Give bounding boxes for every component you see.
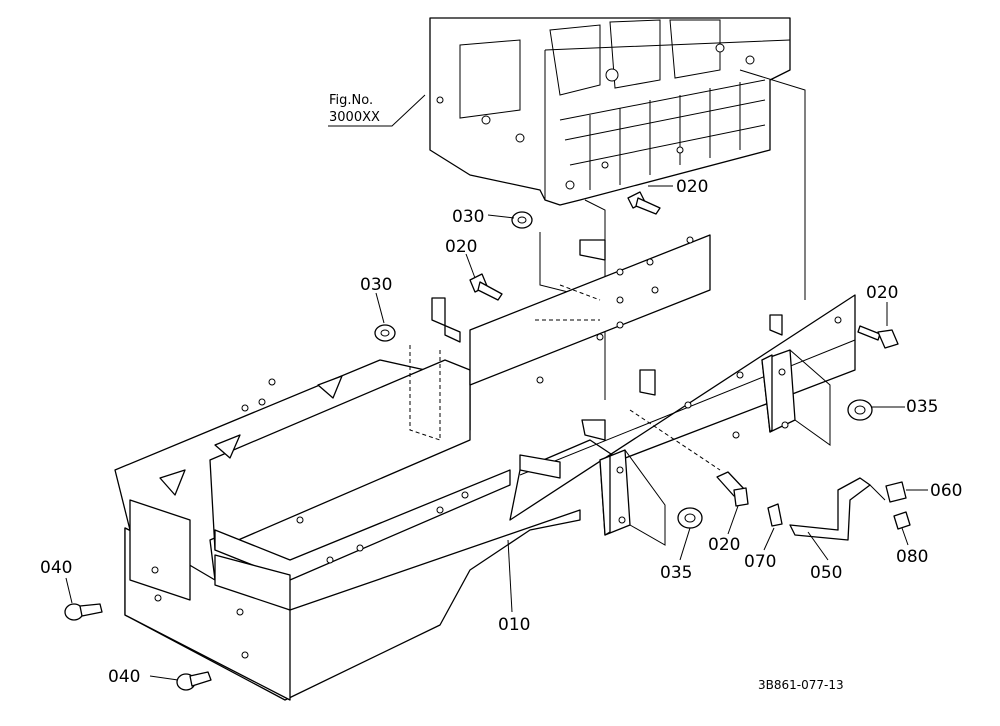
rubber-mount-right — [761, 349, 831, 446]
callout-030-left: 030 — [360, 275, 392, 295]
figure-ref-line2: 3000XX — [329, 110, 380, 125]
drawing-code: 3B861-077-13 — [758, 678, 844, 692]
callouts: 020 030 020 030 020 035 060 080 050 070 … — [40, 177, 962, 687]
sensor-bracket — [789, 477, 886, 541]
rubber-mount-bottom — [599, 449, 666, 546]
callout-060: 060 — [930, 481, 962, 501]
callout-030-upper: 030 — [452, 207, 484, 227]
callout-020-top: 020 — [676, 177, 708, 197]
callout-035-right: 035 — [906, 397, 938, 417]
callout-020-mid: 020 — [445, 237, 477, 257]
callout-010: 010 — [498, 615, 530, 635]
callout-070: 070 — [744, 552, 776, 572]
leader-lines — [65, 185, 928, 681]
callout-035-bottom: 035 — [660, 563, 692, 583]
main-frame — [114, 234, 856, 701]
callout-080: 080 — [896, 547, 928, 567]
figure-ref-line1: Fig.No. — [329, 93, 373, 108]
callout-050: 050 — [810, 563, 842, 583]
figure-reference: Fig.No. 3000XX — [328, 93, 426, 127]
callout-020-right: 020 — [866, 283, 898, 303]
engine-block — [429, 17, 791, 206]
callout-020-bottom: 020 — [708, 535, 740, 555]
callout-040-bottom: 040 — [108, 667, 140, 687]
fasteners — [64, 191, 911, 691]
callout-040-left: 040 — [40, 558, 72, 578]
